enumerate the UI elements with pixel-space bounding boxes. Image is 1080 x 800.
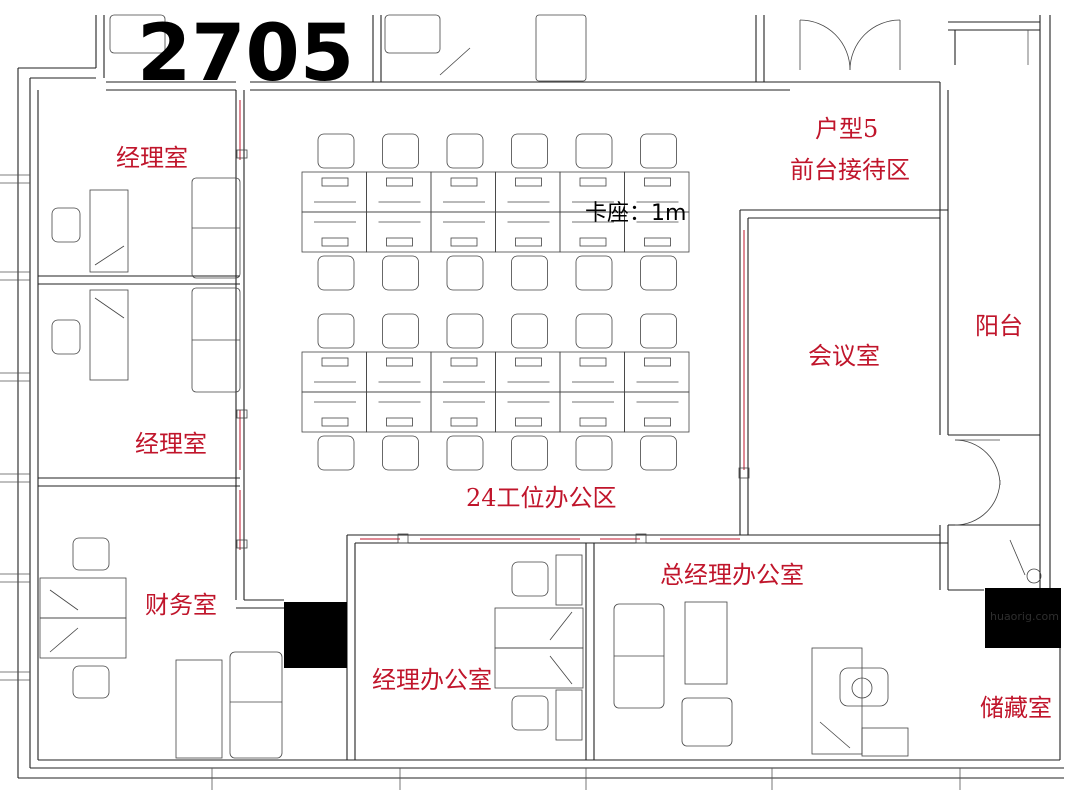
label-reception: 前台接待区 bbox=[790, 156, 910, 184]
chair bbox=[575, 313, 613, 349]
workstation-grid bbox=[301, 133, 690, 471]
chair bbox=[446, 313, 484, 349]
chair bbox=[446, 255, 484, 291]
monitor bbox=[579, 357, 607, 367]
chair bbox=[446, 133, 484, 169]
finance-room-furniture bbox=[39, 537, 283, 759]
monitor bbox=[450, 417, 478, 427]
manager-room-1-furniture bbox=[51, 177, 241, 279]
monitor bbox=[579, 177, 607, 187]
label-meeting-room: 会议室 bbox=[808, 342, 880, 370]
label-manager-room-2: 经理室 bbox=[135, 430, 207, 458]
monitor bbox=[515, 357, 542, 367]
chair bbox=[382, 133, 419, 169]
monitor bbox=[321, 177, 349, 187]
label-balcony: 阳台 bbox=[975, 312, 1023, 340]
chair bbox=[575, 255, 613, 291]
watermark: huaorig.com bbox=[990, 610, 1059, 623]
chair bbox=[640, 313, 677, 349]
label-manager-office: 经理办公室 bbox=[372, 666, 492, 694]
chair bbox=[317, 435, 355, 471]
monitor bbox=[450, 177, 478, 187]
monitor bbox=[321, 417, 349, 427]
chair bbox=[511, 313, 548, 349]
label-storage: 储藏室 bbox=[980, 694, 1052, 722]
chair bbox=[382, 435, 419, 471]
workstation-desk bbox=[624, 211, 690, 253]
desk-spacing-note: 卡座：1m bbox=[585, 201, 686, 226]
monitor bbox=[386, 237, 413, 247]
glass-partitions bbox=[236, 100, 750, 550]
chair bbox=[317, 133, 355, 169]
neighbour-furniture bbox=[109, 14, 587, 82]
chair bbox=[640, 255, 677, 291]
pillar-right bbox=[985, 588, 1061, 648]
label-unit-type: 户型5 bbox=[815, 115, 878, 143]
monitor bbox=[386, 417, 413, 427]
interior-walls bbox=[38, 90, 1040, 760]
chair bbox=[575, 133, 613, 169]
monitor bbox=[386, 177, 413, 187]
monitor bbox=[515, 237, 542, 247]
monitor bbox=[450, 237, 478, 247]
chair bbox=[640, 435, 677, 471]
manager-office-furniture bbox=[494, 554, 584, 741]
label-manager-room-1: 经理室 bbox=[116, 144, 188, 172]
outer-walls bbox=[0, 15, 1064, 790]
monitor bbox=[644, 357, 671, 367]
chair bbox=[382, 255, 419, 291]
monitor bbox=[644, 417, 671, 427]
label-open-office: 24工位办公区 bbox=[466, 484, 617, 512]
monitor bbox=[321, 357, 349, 367]
monitor bbox=[450, 357, 478, 367]
workstation-desk bbox=[624, 391, 690, 433]
labels: 2705 卡座：1m 经理室 经理室 户型5 前台接待区 会议室 阳台 24工位… bbox=[116, 9, 1059, 722]
label-finance-room: 财务室 bbox=[145, 591, 217, 619]
monitor bbox=[515, 177, 542, 187]
chair bbox=[575, 435, 613, 471]
chair bbox=[511, 133, 548, 169]
gm-office-furniture bbox=[613, 601, 909, 757]
chair bbox=[382, 313, 419, 349]
manager-room-2-furniture bbox=[51, 287, 241, 393]
chair bbox=[640, 133, 677, 169]
chair bbox=[317, 255, 355, 291]
pillar-center bbox=[284, 602, 347, 668]
chair bbox=[511, 255, 548, 291]
monitor bbox=[579, 237, 607, 247]
monitor bbox=[579, 417, 607, 427]
monitor bbox=[515, 417, 542, 427]
unit-number: 2705 bbox=[137, 9, 354, 99]
monitor bbox=[644, 177, 671, 187]
monitor bbox=[644, 237, 671, 247]
monitor bbox=[321, 237, 349, 247]
monitor bbox=[386, 357, 413, 367]
chair bbox=[317, 313, 355, 349]
chair bbox=[511, 435, 548, 471]
chair bbox=[446, 435, 484, 471]
label-gm-office: 总经理办公室 bbox=[660, 561, 804, 589]
door-swings bbox=[799, 19, 1042, 584]
